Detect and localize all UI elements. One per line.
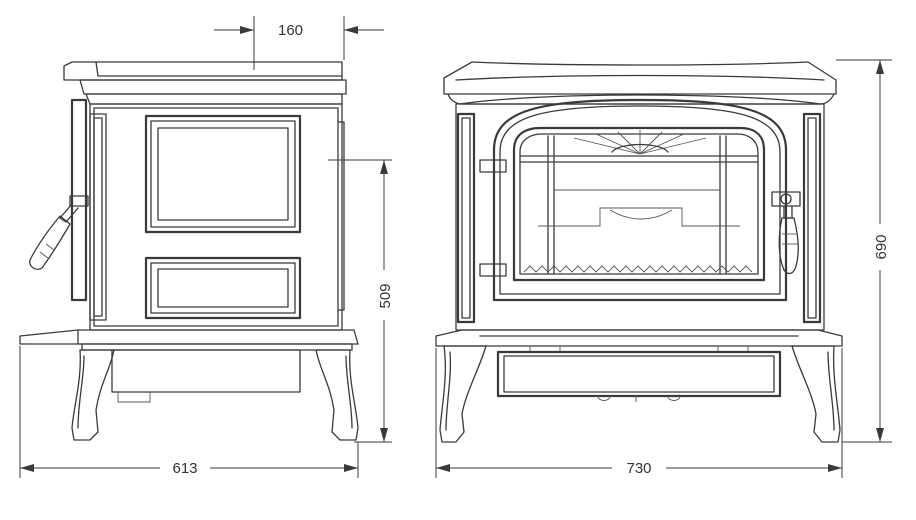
dimension-side-depth: 613 — [19, 346, 359, 478]
front-door — [492, 98, 788, 302]
dimension-front-height: 690 — [836, 59, 892, 443]
side-door-handle — [29, 195, 89, 270]
dimension-flue-offset: 160 — [214, 16, 384, 70]
side-view — [19, 61, 359, 441]
front-door-handle — [771, 191, 801, 275]
front-view — [435, 61, 843, 443]
label-flue-height: 509 — [377, 283, 394, 308]
dimension-front-width: 730 — [435, 348, 843, 478]
label-front-width: 730 — [626, 460, 651, 477]
label-side-depth: 613 — [172, 460, 197, 477]
dimension-flue-height: 509 — [328, 159, 394, 443]
label-flue-offset: 160 — [278, 22, 303, 39]
ash-drawer — [496, 350, 782, 402]
label-front-height: 690 — [873, 234, 890, 259]
